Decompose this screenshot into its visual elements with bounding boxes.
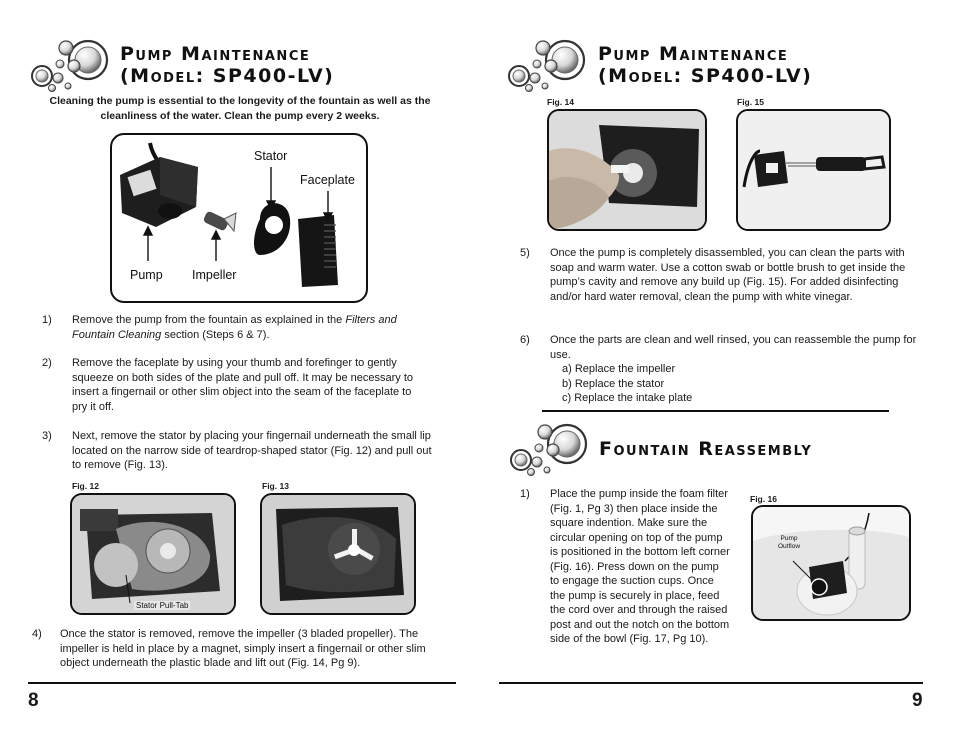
reassembly-sublist: a) Replace the impeller b) Replace the s… bbox=[562, 362, 862, 406]
fig-16-photo: Pump Outflow bbox=[751, 505, 911, 621]
step-4: 4) Once the stator is removed, remove th… bbox=[32, 627, 442, 673]
step-number: 3) bbox=[42, 430, 52, 442]
step-number: 2) bbox=[42, 357, 52, 369]
pump-parts-diagram: Stator Faceplate Pump Impeller bbox=[110, 133, 368, 303]
step-text-part: Remove the pump from the fountain as exp… bbox=[72, 314, 346, 326]
footer-rule bbox=[499, 682, 923, 684]
title-line-2: (Model: SP400-LV) bbox=[120, 65, 335, 87]
bubble-logo-icon bbox=[507, 39, 586, 93]
impeller-exposed-photo bbox=[262, 495, 414, 613]
faceplate-label: Faceplate bbox=[300, 173, 355, 187]
step-text: Remove the pump from the fountain as exp… bbox=[72, 313, 442, 342]
section-divider bbox=[542, 410, 889, 412]
page-title: Pump Maintenance (Model: SP400-LV) bbox=[598, 43, 812, 87]
step-6: 6) Once the parts are clean and well rin… bbox=[520, 333, 920, 363]
section-title: Fountain Reassembly bbox=[599, 438, 813, 460]
fig-16-label: Fig. 16 bbox=[750, 494, 777, 504]
fig-12-photo: Stator Pull-Tab bbox=[70, 493, 236, 615]
title-line-1: Pump Maintenance bbox=[120, 43, 311, 65]
section-reference: Filters and Fountain Cleaning bbox=[72, 314, 397, 341]
step-text: Next, remove the stator by placing your … bbox=[72, 430, 432, 471]
fig-15-label: Fig. 15 bbox=[737, 97, 764, 107]
step-number: 4) bbox=[32, 628, 42, 640]
step-number: 6) bbox=[520, 334, 530, 346]
list-item: c) Replace the intake plate bbox=[562, 392, 693, 404]
bottle-brush-cleaning-photo bbox=[738, 111, 889, 229]
step-2: 2) Remove the faceplate by using your th… bbox=[42, 356, 442, 418]
step-text: Once the stator is removed, remove the i… bbox=[60, 628, 426, 669]
right-page: Pump Maintenance (Model: SP400-LV) Fig. … bbox=[477, 0, 954, 738]
bubble-logo-icon bbox=[30, 39, 109, 93]
fig-14-label: Fig. 14 bbox=[547, 97, 574, 107]
fig-13-label: Fig. 13 bbox=[262, 481, 289, 491]
step-1: 1) Remove the pump from the fountain as … bbox=[42, 313, 442, 345]
reassembly-step-1: 1) Place the pump inside the foam filter… bbox=[520, 487, 740, 677]
pump-parts-illustration bbox=[120, 142, 338, 287]
step-number: 1) bbox=[42, 314, 52, 326]
pump-label: Pump bbox=[130, 268, 163, 282]
list-item: b) Replace the stator bbox=[562, 377, 665, 390]
step-text-part: section (Steps 6 & 7). bbox=[161, 328, 270, 341]
step-text: Place the pump inside the foam filter (F… bbox=[550, 488, 730, 645]
page-number: 8 bbox=[28, 690, 39, 711]
step-text: Once the parts are clean and well rinsed… bbox=[550, 334, 917, 361]
fig-16-caption: Pump Outflow bbox=[778, 535, 800, 551]
page-title: Pump Maintenance (Model: SP400-LV) bbox=[120, 43, 334, 87]
footer-rule bbox=[28, 682, 456, 684]
fig-16-caption-line-2: Outflow bbox=[778, 543, 801, 550]
intro-text: Cleaning the pump is essential to the lo… bbox=[49, 95, 431, 122]
fig-12-label: Fig. 12 bbox=[72, 481, 99, 491]
page-number: 9 bbox=[912, 690, 923, 711]
pump-placement-photo bbox=[753, 507, 909, 619]
bubble-logo-icon bbox=[509, 423, 588, 477]
fig-16-caption-line-1: Pump bbox=[780, 535, 798, 542]
impeller-label: Impeller bbox=[192, 268, 237, 282]
fig-14-photo bbox=[547, 109, 707, 231]
fig-13-photo bbox=[260, 493, 416, 615]
list-item: a) Replace the impeller bbox=[562, 363, 676, 375]
step-text: Remove the faceplate by using your thumb… bbox=[72, 357, 414, 413]
fig-15-photo bbox=[736, 109, 891, 231]
fig-12-caption: Stator Pull-Tab bbox=[134, 601, 191, 610]
impeller-removal-photo bbox=[549, 111, 705, 229]
step-5: 5) Once the pump is completely disassemb… bbox=[520, 246, 920, 320]
title-line-2: (Model: SP400-LV) bbox=[598, 65, 813, 87]
stator-label: Stator bbox=[254, 149, 288, 163]
step-3: 3) Next, remove the stator by placing yo… bbox=[42, 429, 442, 475]
step-number: 1) bbox=[520, 488, 530, 500]
left-page: Pump Maintenance (Model: SP400-LV) Clean… bbox=[28, 39, 456, 711]
stator-removal-photo bbox=[72, 495, 234, 613]
step-number: 5) bbox=[520, 247, 530, 259]
step-text: Once the pump is completely disassembled… bbox=[550, 247, 906, 303]
title-line-1: Pump Maintenance bbox=[598, 43, 789, 65]
